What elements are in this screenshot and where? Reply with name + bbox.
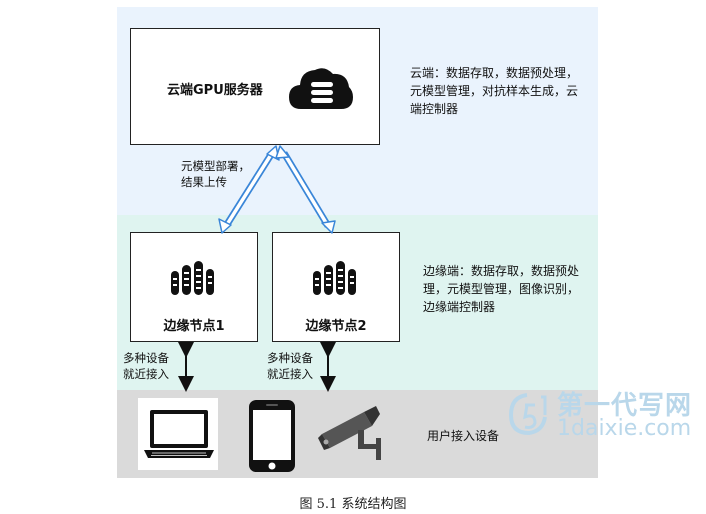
- edge-node-1-title: 边缘节点1: [163, 319, 225, 334]
- edge-server-rack-icon: [171, 261, 214, 295]
- user-devices-label: 用户接入设备: [427, 429, 500, 443]
- deploy-upload-label: 元模型部署， 结果上传: [181, 158, 250, 190]
- laptop-tile: [138, 398, 218, 470]
- cloud-layer-description: 云端：数据存取，数据预处理，元模型管理，对抗样本生成，云端控制器: [410, 66, 579, 116]
- access-label-line2: 就近接入: [123, 367, 169, 381]
- cloud-edge-link-right: [275, 145, 336, 234]
- watermark-logo-icon: [508, 393, 547, 436]
- watermark-text-cn: 第一代写网: [557, 391, 693, 421]
- nearby-access-label-2: 多种设备 就近接入: [267, 350, 313, 382]
- smartphone-icon: [249, 400, 295, 472]
- edge-server-rack-icon: [313, 261, 356, 295]
- laptop-icon: [144, 410, 214, 458]
- deploy-label-line1: 元模型部署，: [181, 159, 250, 173]
- site-watermark: 第一代写网 1daixie.com: [505, 385, 705, 445]
- figure-caption: 图 5.1 系统结构图: [299, 497, 407, 512]
- watermark-text-en: 1daixie.com: [557, 416, 692, 441]
- access-label-line1: 多种设备: [123, 351, 169, 365]
- edge-node-2-box: 边缘节点2: [272, 232, 400, 342]
- cloud-edge-link-left: [218, 145, 280, 234]
- security-camera-icon: [318, 406, 381, 460]
- edge-layer-description: 边缘端：数据存取，数据预处理，元模型管理，图像识别，边缘端控制器: [423, 264, 580, 314]
- access-label-line1: 多种设备: [267, 351, 313, 365]
- nearby-access-label-1: 多种设备 就近接入: [123, 350, 169, 382]
- cloud-server-title: 云端GPU服务器: [167, 83, 263, 98]
- cloud-server-icon: [289, 68, 353, 109]
- deploy-label-line2: 结果上传: [181, 175, 227, 189]
- access-label-line2: 就近接入: [267, 367, 313, 381]
- edge-node-1-box: 边缘节点1: [130, 232, 258, 342]
- edge-node-2-title: 边缘节点2: [305, 319, 367, 334]
- cloud-gpu-server-box: 云端GPU服务器: [130, 28, 380, 145]
